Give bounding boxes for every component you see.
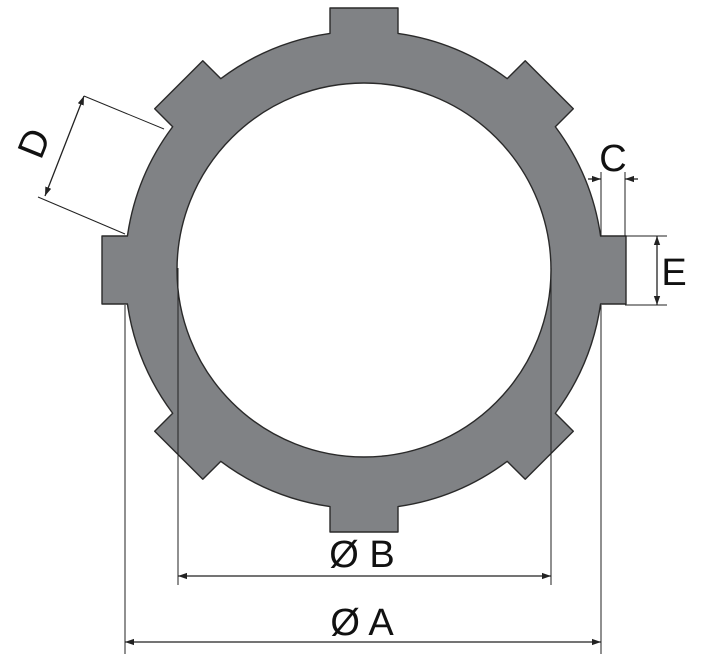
dimension-b: Ø B bbox=[177, 268, 552, 585]
dim-d-line bbox=[44, 95, 85, 197]
dimension-e: E bbox=[625, 235, 687, 306]
dim-b-label: Ø B bbox=[329, 534, 394, 576]
plate-ring bbox=[101, 7, 627, 533]
dim-d-extension-lower bbox=[37, 196, 126, 235]
dim-a-label: Ø A bbox=[330, 602, 394, 644]
dim-d-extension-upper bbox=[83, 95, 165, 130]
dimension-a: Ø A bbox=[124, 305, 602, 654]
dim-d-label: D bbox=[10, 123, 59, 164]
dim-c-label: C bbox=[599, 138, 626, 180]
dimension-c: C bbox=[588, 138, 638, 236]
dim-e-label: E bbox=[661, 252, 686, 294]
